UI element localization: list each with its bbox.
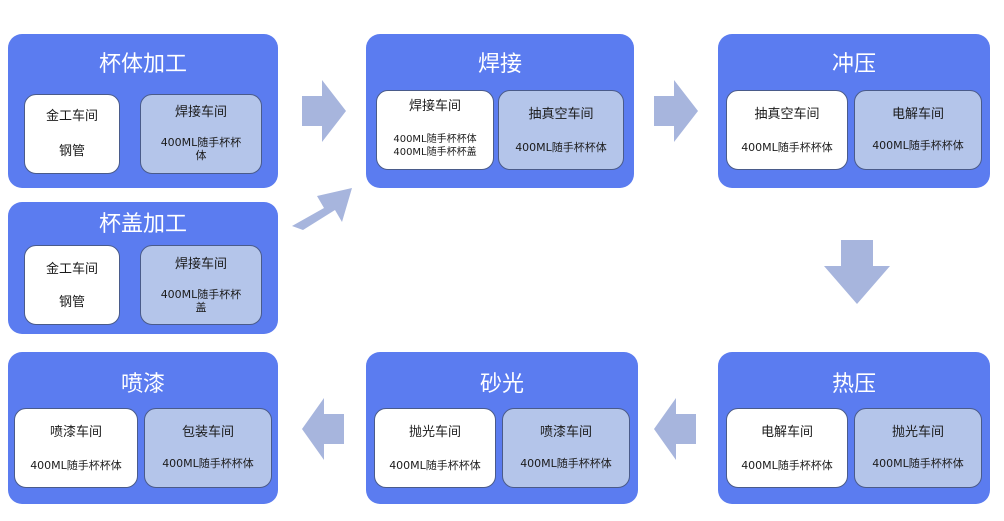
workshop-name: 喷漆车间 <box>49 425 102 440</box>
stage-stamping: 冲压 抽真空车间 400ML随手杯杯体 电解车间 400ML随手杯杯体 <box>718 34 990 188</box>
workshop-card[interactable]: 抛光车间 400ML随手杯杯体 <box>374 408 496 488</box>
workshop-material: 400ML随手杯杯体 <box>872 139 964 152</box>
workshop-name: 抽真空车间 <box>528 107 594 122</box>
workshop-card[interactable]: 金工车间 钢管 <box>24 245 120 325</box>
stage-cup-lid: 杯盖加工 金工车间 钢管 焊接车间 400ML随手杯杯盖 <box>8 202 278 334</box>
stage-title: 杯体加工 <box>98 52 187 77</box>
arrow-down-icon <box>824 240 890 304</box>
arrow-right-icon <box>654 80 698 142</box>
workshop-card[interactable]: 抛光车间 400ML随手杯杯体 <box>854 408 982 488</box>
workshop-card[interactable]: 包装车间 400ML随手杯杯体 <box>144 408 272 488</box>
workshop-name: 喷漆车间 <box>539 425 592 440</box>
workshop-material: 400ML随手杯杯体 <box>741 459 833 472</box>
workshop-material: 400ML随手杯杯体 <box>872 457 964 470</box>
workshop-card[interactable]: 喷漆车间 400ML随手杯杯体 <box>14 408 138 488</box>
workshop-name: 抽真空车间 <box>754 107 820 122</box>
stage-welding: 焊接 焊接车间 400ML随手杯杯体 400ML随手杯杯盖 抽真空车间 400M… <box>366 34 634 188</box>
stage-title: 杯盖加工 <box>98 212 187 237</box>
arrow-left-icon <box>654 398 696 460</box>
workshop-material: 400ML随手杯杯体 <box>162 457 254 470</box>
workshop-name: 焊接车间 <box>408 99 461 114</box>
workshop-material: 400ML随手杯杯体 <box>389 459 481 472</box>
workshop-material: 400ML随手杯杯体 <box>520 457 612 470</box>
workshop-name: 电解车间 <box>760 425 813 440</box>
stage-title: 喷漆 <box>120 372 165 397</box>
workshop-material: 钢管 <box>58 295 85 310</box>
workshop-material: 400ML随手杯杯体 <box>515 141 607 154</box>
workshop-name: 焊接车间 <box>174 257 227 272</box>
workshop-name: 金工车间 <box>45 109 98 124</box>
stage-sanding: 砂光 抛光车间 400ML随手杯杯体 喷漆车间 400ML随手杯杯体 <box>366 352 638 504</box>
workshop-card[interactable]: 抽真空车间 400ML随手杯杯体 <box>498 90 624 170</box>
workshop-name: 金工车间 <box>45 262 98 277</box>
workshop-material: 400ML随手杯杯体 <box>741 141 833 154</box>
stage-cup-body: 杯体加工 金工车间 钢管 焊接车间 400ML随手杯杯体 <box>8 34 278 188</box>
stage-title: 热压 <box>831 372 876 397</box>
workshop-card[interactable]: 金工车间 钢管 <box>24 94 120 174</box>
workshop-material: 400ML随手杯杯体 <box>393 134 477 145</box>
workshop-name: 电解车间 <box>891 107 944 122</box>
workshop-card[interactable]: 焊接车间 400ML随手杯杯体 400ML随手杯杯盖 <box>376 90 494 170</box>
workshop-card[interactable]: 焊接车间 400ML随手杯杯体 <box>140 94 262 174</box>
workshop-card[interactable]: 喷漆车间 400ML随手杯杯体 <box>502 408 630 488</box>
workshop-name: 抛光车间 <box>891 425 944 440</box>
workshop-name: 包装车间 <box>181 425 234 440</box>
workshop-name: 抛光车间 <box>408 425 461 440</box>
workshop-material: 400ML随手杯杯体 <box>30 459 122 472</box>
stage-title: 焊接 <box>477 52 522 77</box>
workshop-card[interactable]: 抽真空车间 400ML随手杯杯体 <box>726 90 848 170</box>
workshop-material: 钢管 <box>58 144 85 159</box>
workshop-material: 400ML随手杯杯体 <box>160 136 242 162</box>
stage-painting: 喷漆 喷漆车间 400ML随手杯杯体 包装车间 400ML随手杯杯体 <box>8 352 278 504</box>
arrow-right-icon <box>302 80 346 142</box>
workshop-card[interactable]: 电解车间 400ML随手杯杯体 <box>726 408 848 488</box>
workshop-name: 焊接车间 <box>174 105 227 120</box>
stage-title: 砂光 <box>479 372 524 397</box>
workshop-card[interactable]: 电解车间 400ML随手杯杯体 <box>854 90 982 170</box>
workshop-material: 400ML随手杯杯盖 <box>160 288 242 314</box>
workshop-material-lid: 400ML随手杯杯盖 <box>393 147 477 158</box>
stage-title: 冲压 <box>831 52 876 77</box>
stage-hot-press: 热压 电解车间 400ML随手杯杯体 抛光车间 400ML随手杯杯体 <box>718 352 990 504</box>
workshop-card[interactable]: 焊接车间 400ML随手杯杯盖 <box>140 245 262 325</box>
arrow-left-icon <box>302 398 344 460</box>
arrow-up-right-icon <box>290 182 354 238</box>
